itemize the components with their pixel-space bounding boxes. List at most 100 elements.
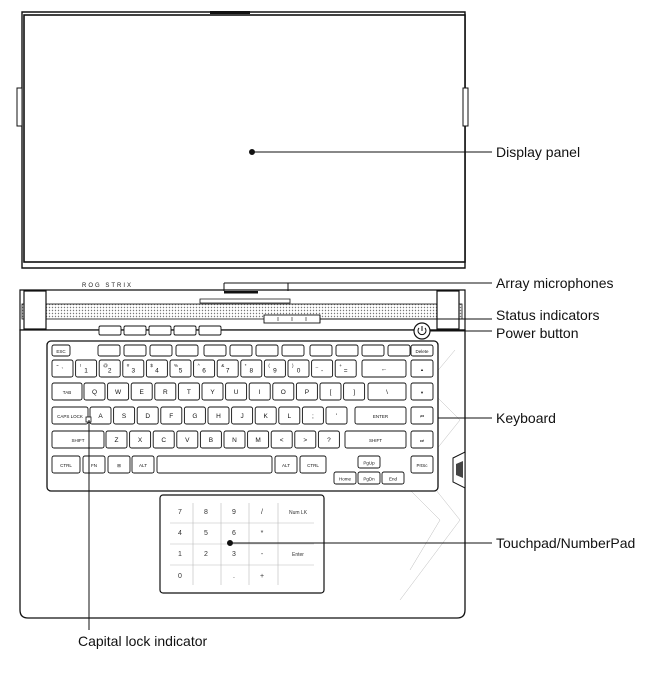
key-o[interactable]: O <box>272 382 295 401</box>
key-label: 2 <box>108 368 112 375</box>
key-u[interactable]: U <box>225 382 248 401</box>
key-label: E <box>140 389 145 396</box>
key-8-number[interactable]: *8 <box>240 359 263 378</box>
key-f4[interactable] <box>175 344 199 357</box>
key-f11[interactable] <box>361 344 385 357</box>
numberpad-key: 1 <box>178 551 182 558</box>
key-shift-left[interactable]: SHIFT <box>51 430 105 449</box>
key-side-3[interactable]: ⏮ <box>410 406 434 425</box>
key-shift-row-8[interactable]: < <box>270 430 293 449</box>
touchpad-numberpad-label: Touchpad/NumberPad <box>496 535 636 551</box>
key-home-8[interactable]: K <box>254 406 277 425</box>
key-[[interactable]: [ <box>319 382 342 401</box>
key-side-4[interactable]: ⏭ <box>410 430 434 449</box>
key-shift-row-2[interactable]: X <box>129 430 152 449</box>
key-side-2[interactable]: ▾ <box>410 382 434 401</box>
key-r[interactable]: R <box>154 382 177 401</box>
key-shift-right[interactable]: SHIFT <box>344 430 407 449</box>
key-shift-row-9[interactable]: > <box>294 430 317 449</box>
display-panel-label: Display panel <box>496 144 581 160</box>
numberpad-key: 7 <box>178 509 182 516</box>
key-y[interactable]: Y <box>201 382 224 401</box>
key-shift-row-4[interactable]: V <box>176 430 199 449</box>
key-home-2[interactable]: S <box>113 406 136 425</box>
key-shift-row-6[interactable]: N <box>223 430 246 449</box>
key-label: ENTER <box>373 414 389 419</box>
key-shift-row-3[interactable]: C <box>152 430 175 449</box>
key-home[interactable]: Home <box>333 471 357 485</box>
key-shift-row-10[interactable]: ? <box>317 430 340 449</box>
key-enter[interactable]: ENTER <box>354 406 407 425</box>
key-q[interactable]: Q <box>83 382 106 401</box>
key-3-number[interactable]: #3 <box>122 359 145 378</box>
key-esc[interactable]: ESC <box>51 344 71 357</box>
key-shift-row-5[interactable]: B <box>199 430 222 449</box>
key-label: = <box>344 368 348 375</box>
key-7-number[interactable]: &7 <box>216 359 239 378</box>
key-p[interactable]: P <box>295 382 318 401</box>
key-f12[interactable] <box>387 344 411 357</box>
key-2-number[interactable]: @2 <box>98 359 121 378</box>
key-ctrl-right[interactable]: CTRL <box>299 455 327 474</box>
key-alt-right[interactable]: ALT <box>274 455 298 474</box>
key-label: C <box>161 437 166 444</box>
key-f10[interactable] <box>335 344 359 357</box>
key-9-number[interactable]: (9 <box>263 359 286 378</box>
key-home-9[interactable]: L <box>278 406 301 425</box>
key-f5[interactable] <box>203 344 227 357</box>
key-home-5[interactable]: G <box>183 406 206 425</box>
key-home-4[interactable]: F <box>160 406 183 425</box>
key-delete[interactable]: Delete <box>410 344 434 357</box>
key-shift-row-1[interactable]: Z <box>105 430 128 449</box>
key-12-number[interactable]: += <box>334 359 357 378</box>
key-label: D <box>145 413 150 420</box>
display-panel <box>23 14 466 263</box>
key-1-number[interactable]: !1 <box>75 359 98 378</box>
key-ctrl-left[interactable]: CTRL <box>51 455 81 474</box>
key-f6[interactable] <box>229 344 253 357</box>
key-home-7[interactable]: J <box>231 406 254 425</box>
key-label: L <box>287 413 291 420</box>
key-end[interactable]: End <box>381 471 405 485</box>
key-shift-row-7[interactable]: M <box>247 430 270 449</box>
key-11-number[interactable]: _- <box>311 359 334 378</box>
power-button[interactable] <box>413 322 431 340</box>
key-t[interactable]: T <box>177 382 200 401</box>
key-alt-left[interactable]: ALT <box>131 455 155 474</box>
key-f1[interactable] <box>97 344 121 357</box>
key-6-number[interactable]: ^6 <box>193 359 216 378</box>
key-tab[interactable]: TAB <box>51 382 83 401</box>
key-f7[interactable] <box>255 344 279 357</box>
key-home-11[interactable]: ' <box>325 406 348 425</box>
key-i[interactable]: I <box>248 382 271 401</box>
key-backslash[interactable]: \ <box>367 382 407 401</box>
key-w[interactable]: W <box>107 382 130 401</box>
key-f2[interactable] <box>123 344 147 357</box>
key-fn[interactable]: FN <box>82 455 106 474</box>
key-label: X <box>138 437 143 444</box>
key-backspace[interactable]: ← <box>361 359 407 378</box>
key-caps-lock[interactable]: CAPS LOCK <box>51 406 89 425</box>
key-f8[interactable] <box>281 344 305 357</box>
numberpad-key: 4 <box>178 530 182 537</box>
key-home-10[interactable]: ; <box>301 406 324 425</box>
key-windows[interactable]: ⊞ <box>107 455 131 474</box>
key-5-number[interactable]: %5 <box>169 359 192 378</box>
key-home-6[interactable]: H <box>207 406 230 425</box>
key-f9[interactable] <box>309 344 333 357</box>
key-home-3[interactable]: D <box>136 406 159 425</box>
key-pgup[interactable]: PgUp <box>357 455 381 469</box>
key-home-1[interactable]: A <box>89 406 112 425</box>
key-0-number[interactable]: ~` <box>51 359 74 378</box>
key-4-number[interactable]: $4 <box>145 359 168 378</box>
key-pgup-side[interactable]: ▴ <box>410 359 434 378</box>
key-][interactable]: ] <box>343 382 366 401</box>
key-10-number[interactable]: )0 <box>287 359 310 378</box>
key-space[interactable] <box>156 455 273 474</box>
key-e[interactable]: E <box>130 382 153 401</box>
key-f3[interactable] <box>149 344 173 357</box>
key-pgdn[interactable]: PgDn <box>357 471 381 485</box>
key-prtsc[interactable]: PrtSc <box>410 455 434 474</box>
